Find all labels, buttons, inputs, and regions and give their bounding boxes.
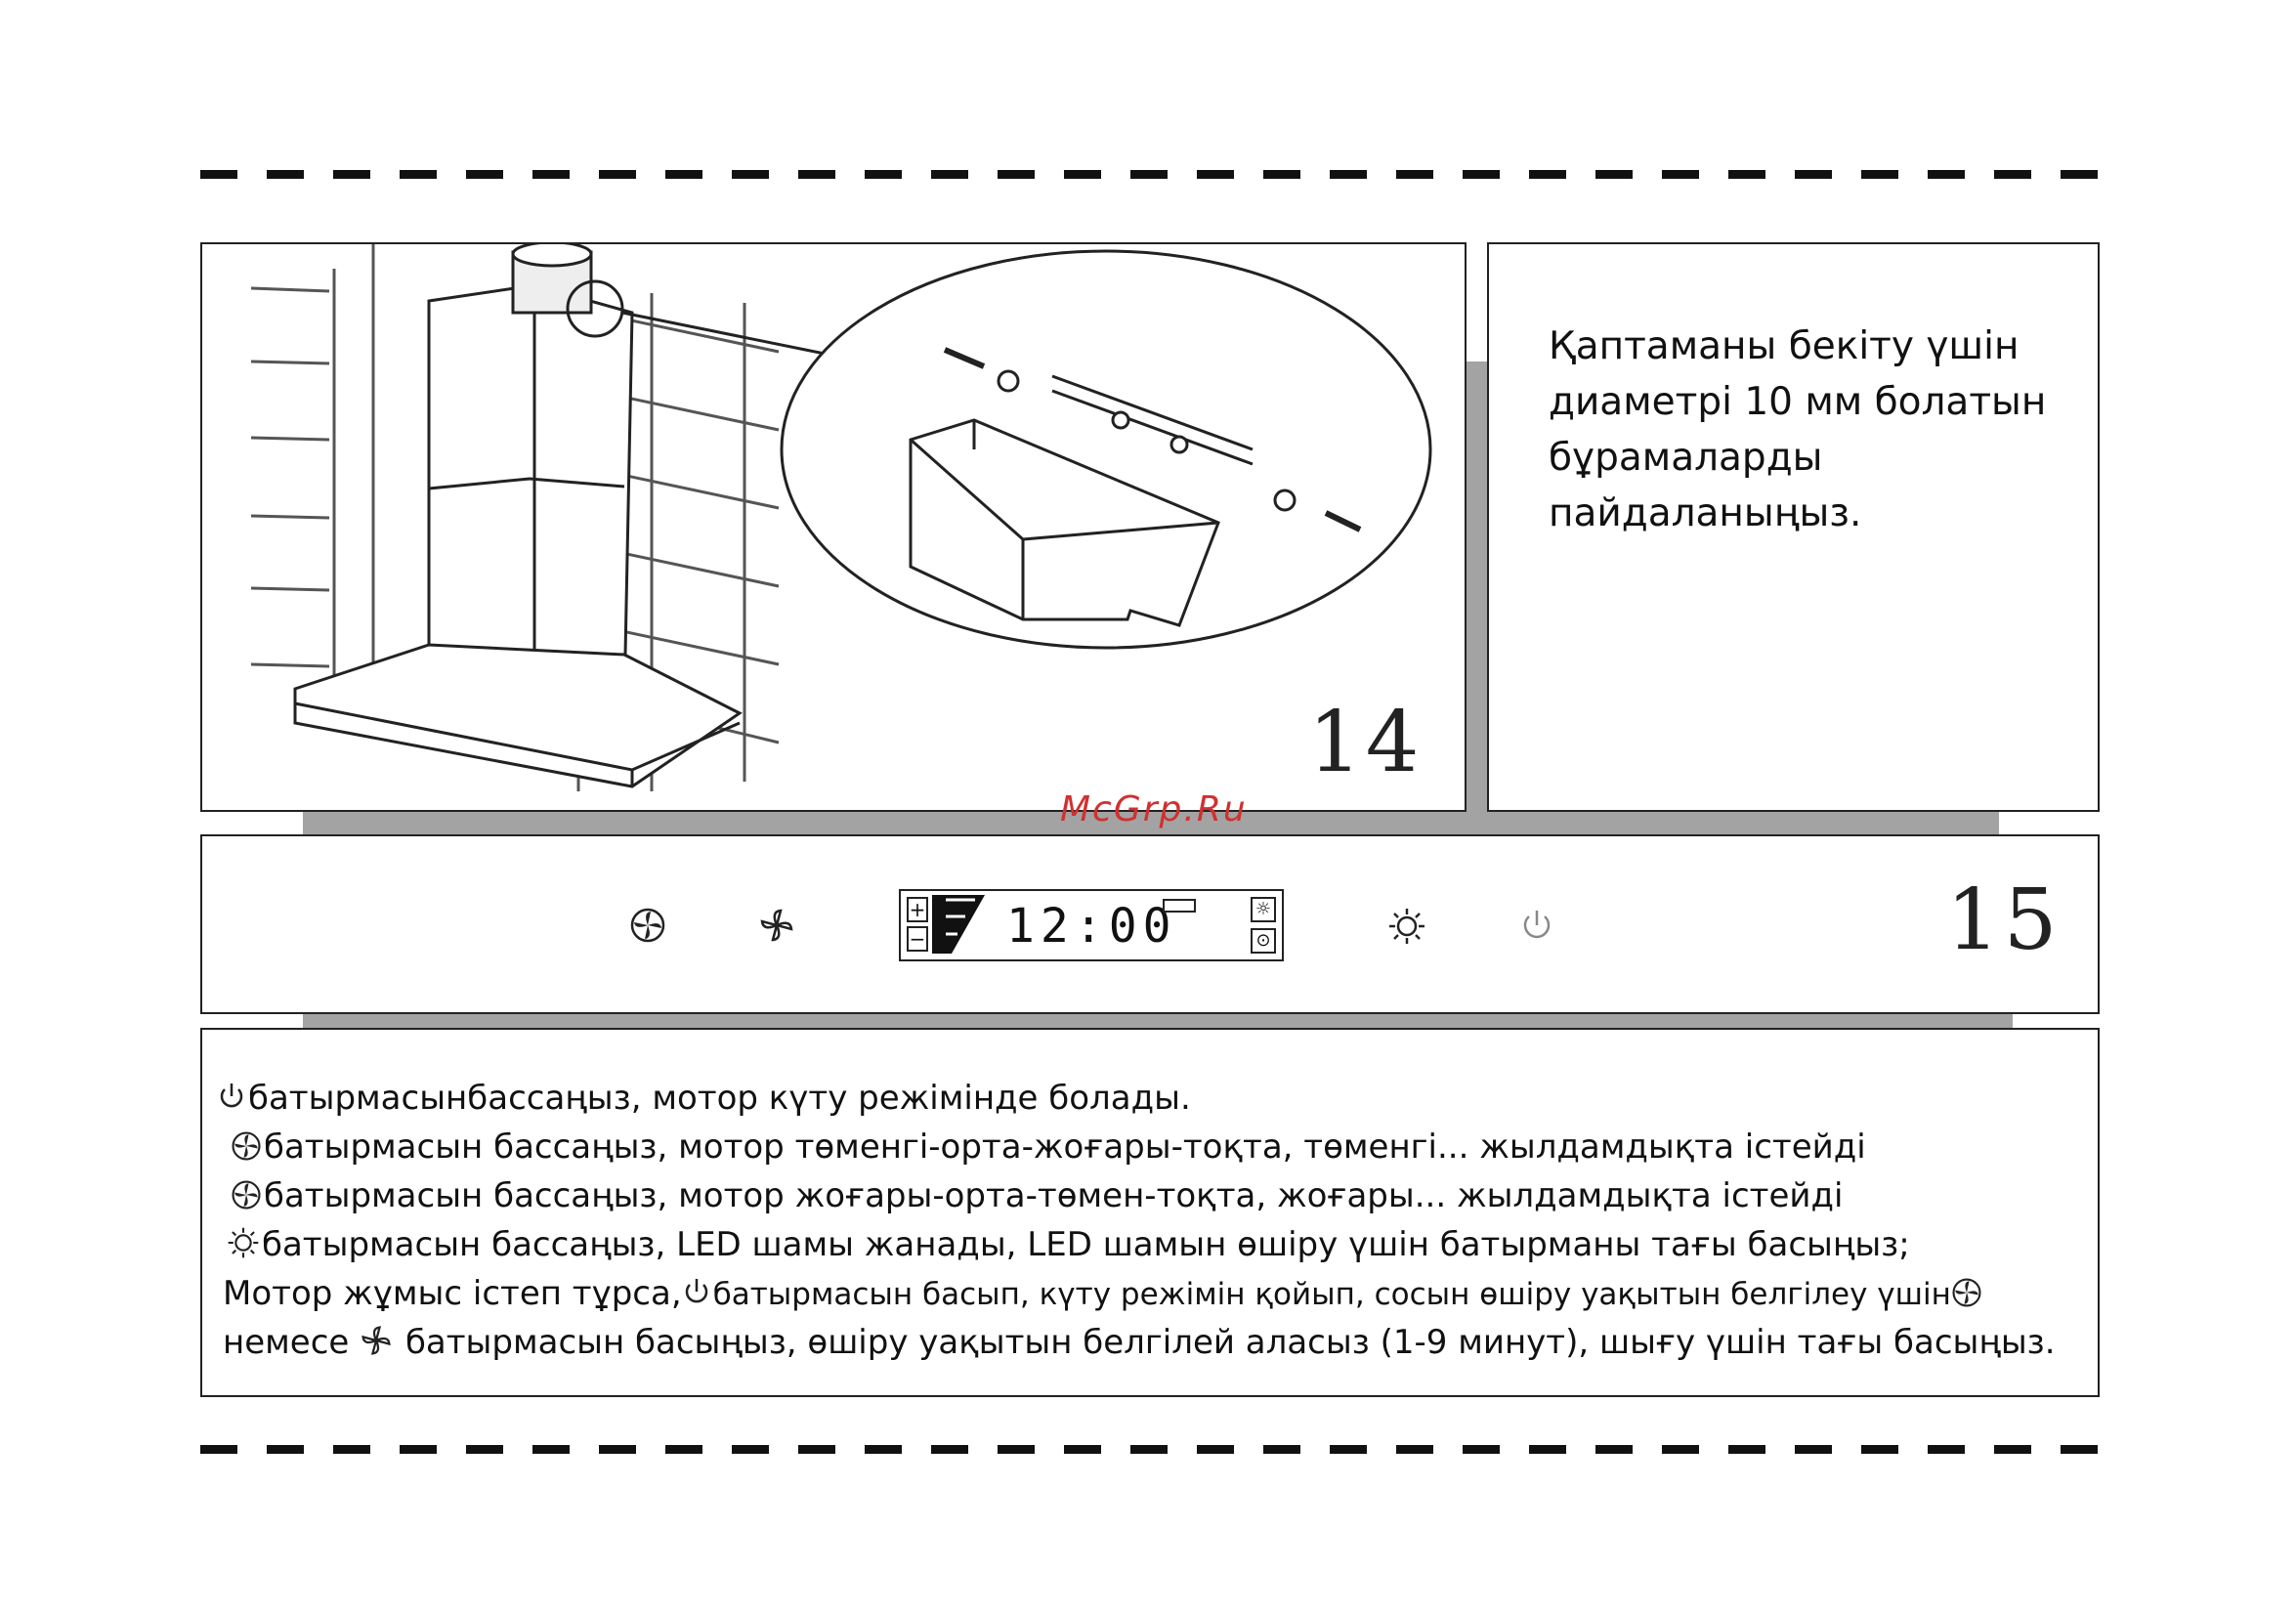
description-line-fan-up: батырмасын бассаңыз, мотор жоғары-орта-т…	[231, 1176, 1843, 1219]
speed-level-indicator	[932, 895, 985, 954]
fan-down-icon[interactable]	[629, 907, 666, 948]
description-box	[200, 1028, 2100, 1397]
illustration-box-14: 14	[200, 242, 1467, 812]
bottom-dashed-divider	[200, 1445, 2105, 1454]
instruction-box	[1487, 242, 2100, 812]
description-line-light: батырмасын бассаңыз, LED шамы жанады, LE…	[227, 1225, 1910, 1268]
description-line-timer: Мотор жұмыс істеп тұрса,батырмасын басып…	[223, 1274, 1984, 1317]
light-icon	[227, 1226, 260, 1268]
watermark: McGrp.Ru	[1060, 789, 1248, 829]
instruction-line: Қаптаманы бекіту үшін	[1549, 324, 2020, 368]
display-mode-indicators	[1163, 899, 1196, 913]
page-number-14: 14	[1308, 694, 1424, 791]
minus-button[interactable]: −	[907, 926, 928, 952]
fan-up-icon	[360, 1324, 393, 1366]
light-icon[interactable]	[1387, 907, 1426, 950]
power-icon[interactable]	[1518, 907, 1555, 948]
fan-up-icon	[231, 1179, 262, 1219]
fan-up-icon[interactable]	[758, 907, 795, 948]
display-settings-icon[interactable]: ☼	[1251, 897, 1276, 922]
control-display: + − 12:00 ☼ ⊙	[899, 889, 1284, 961]
power-icon	[682, 1277, 711, 1317]
top-dashed-divider	[200, 170, 2105, 179]
instruction-line: бұрамаларды	[1549, 436, 1823, 480]
instruction-line: пайдаланыңыз.	[1549, 491, 1862, 535]
plus-button[interactable]: +	[907, 897, 928, 922]
fan-down-icon	[231, 1130, 262, 1170]
page-number-15: 15	[1946, 871, 2062, 969]
description-line-power: батырмасынбассаңыз, мотор күту режімінде…	[217, 1079, 1191, 1122]
description-line-fan-down: батырмасын бассаңыз, мотор төменгі-орта-…	[231, 1127, 1866, 1170]
range-hood-installation-illustration	[250, 244, 1432, 791]
display-time: 12:00	[1006, 899, 1177, 954]
fan-down-icon	[1951, 1277, 1982, 1317]
instruction-line: диаметрі 10 мм болатын	[1549, 380, 2047, 424]
description-line-timer-cont: немесе батырмасын басыңыз, өшіру уақытын…	[223, 1323, 2056, 1366]
power-icon	[217, 1082, 246, 1122]
display-timer-icon[interactable]: ⊙	[1251, 928, 1276, 954]
screw-instruction-text: Қаптаманы бекіту үшін диаметрі 10 мм бол…	[1549, 319, 2096, 541]
